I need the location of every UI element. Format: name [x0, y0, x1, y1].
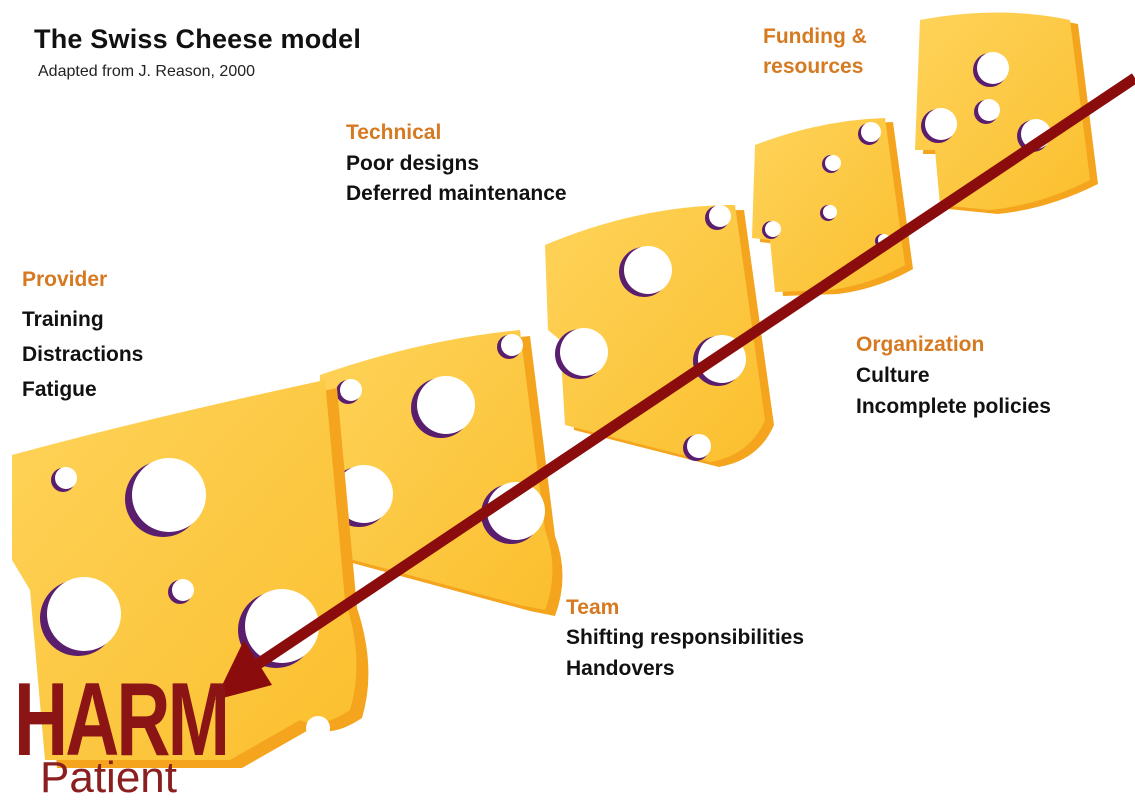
team-item: Handovers	[566, 651, 675, 686]
organization-item: Culture	[856, 358, 930, 393]
organization-heading: Organization	[856, 333, 984, 357]
technical-heading: Technical	[346, 121, 441, 145]
organization-item: Incomplete policies	[856, 389, 1051, 424]
funding-heading-line2: resources	[763, 55, 863, 79]
provider-item: Training	[22, 302, 104, 337]
diagram-subtitle: Adapted from J. Reason, 2000	[38, 63, 255, 81]
provider-item: Distractions	[22, 337, 143, 372]
cheese-slice-funding	[915, 13, 1098, 215]
provider-heading: Provider	[22, 268, 107, 292]
technical-item: Deferred maintenance	[346, 176, 567, 211]
team-item: Shifting responsibilities	[566, 620, 804, 655]
diagram-title: The Swiss Cheese model	[34, 24, 361, 55]
cheese-slice-team	[318, 330, 563, 616]
provider-item: Fatigue	[22, 372, 97, 407]
cheese-slice-organization	[752, 118, 913, 296]
patient-label: Patient	[40, 756, 177, 800]
team-heading: Team	[566, 596, 619, 620]
funding-heading-line1: Funding &	[763, 25, 867, 49]
